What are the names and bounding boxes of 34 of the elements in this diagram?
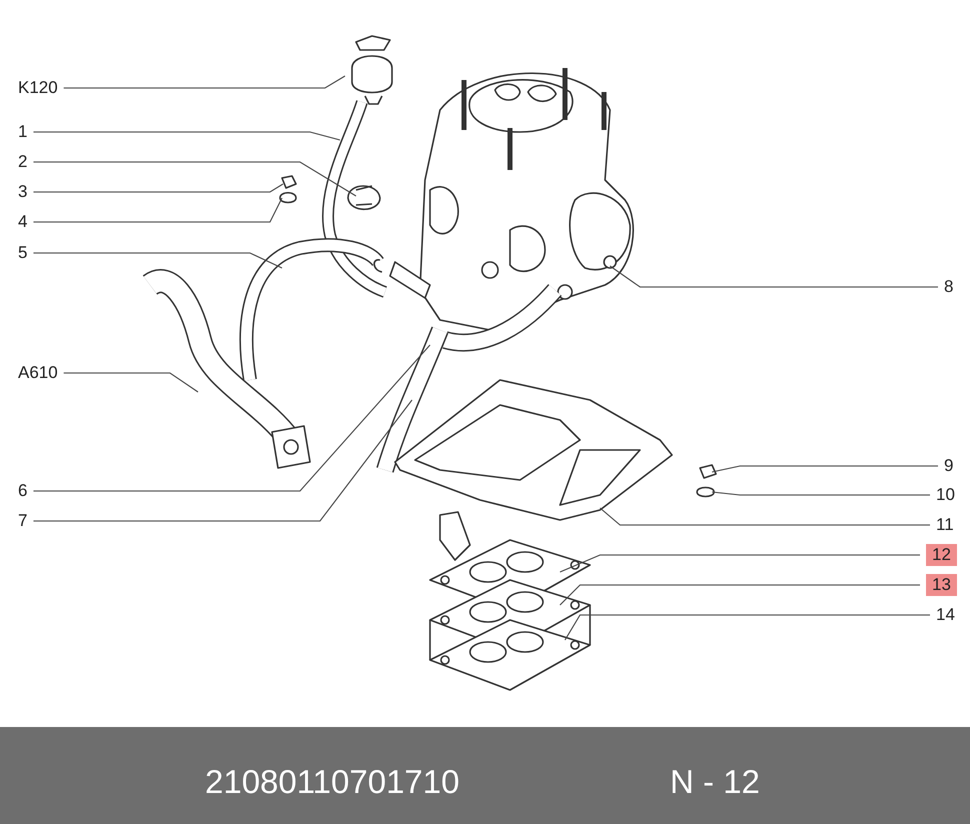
leader-line bbox=[33, 184, 284, 193]
callout-number: 5 bbox=[18, 242, 28, 264]
callout-number: 7 bbox=[18, 510, 28, 532]
leader-line bbox=[712, 491, 930, 496]
leader-line bbox=[64, 76, 346, 89]
leader-line bbox=[560, 554, 920, 572]
leader-line bbox=[64, 372, 198, 392]
leader-line bbox=[33, 400, 412, 522]
callout-number: 14 bbox=[936, 604, 955, 626]
callout-number: 10 bbox=[936, 484, 955, 506]
part-number-text: N - 12 bbox=[670, 762, 760, 802]
leader-line bbox=[33, 198, 282, 223]
callout-number: 12 bbox=[926, 544, 957, 566]
callout-number: A610 bbox=[18, 362, 58, 384]
leader-line bbox=[33, 252, 282, 268]
callout-number: 13 bbox=[926, 574, 957, 596]
leader-line bbox=[712, 465, 938, 473]
callout-number: 4 bbox=[18, 211, 28, 233]
callout-number: K120 bbox=[18, 77, 58, 99]
callout-number: 8 bbox=[944, 276, 954, 298]
leader-line bbox=[33, 161, 356, 196]
callout-number: 3 bbox=[18, 181, 28, 203]
callout-number: 1 bbox=[18, 121, 28, 143]
leader-line bbox=[610, 266, 938, 288]
leader-line bbox=[564, 614, 930, 640]
callout-number: 9 bbox=[944, 455, 954, 477]
leader-line bbox=[600, 508, 930, 526]
callout-number: 6 bbox=[18, 480, 28, 502]
callout-number: 11 bbox=[936, 514, 954, 536]
leader-line bbox=[33, 344, 430, 492]
leader-line bbox=[560, 584, 920, 606]
part-number-text: 21080110701710 bbox=[205, 762, 460, 802]
leader-line bbox=[33, 131, 340, 141]
callout-number: 2 bbox=[18, 151, 28, 173]
